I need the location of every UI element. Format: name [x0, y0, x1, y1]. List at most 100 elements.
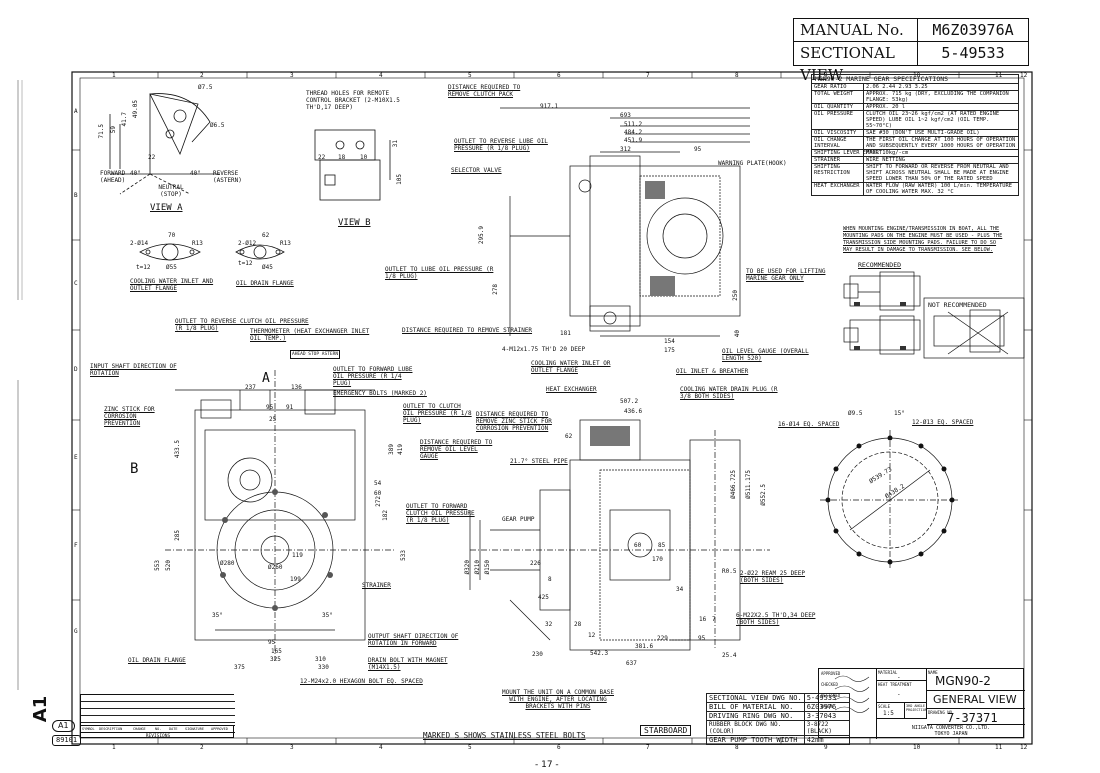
- side-view-label: GEAR PUMP: [502, 516, 535, 523]
- front-view-label: A: [262, 371, 270, 386]
- inlet-flange-dim: 2-Ø14: [130, 240, 149, 247]
- grid-col-10: 10: [913, 72, 921, 79]
- top-view-dim: 693: [620, 112, 631, 119]
- front-view-label: OUTLET TO REVERSE CLUTCH OIL PRESSURE (R…: [175, 318, 309, 332]
- top-view-dim: 175: [664, 347, 675, 354]
- side-view-dim: Ø210: [474, 560, 481, 575]
- front-view-label: OUTLET TO CLUTCH OIL PRESSURE (R 1/8 PLU…: [403, 403, 472, 424]
- top-view-dim: 154: [664, 338, 675, 345]
- top-view-dim: 278: [492, 284, 499, 295]
- projection-label: 3RD ANGLE PROJECTION: [906, 704, 928, 712]
- company-name: NIIGATA CONVERTER CO.,LTD.: [911, 725, 991, 731]
- front-view-dim: 165: [271, 648, 282, 655]
- top-view-label: 4-M12x1.75 TH'D 20 DEEP: [502, 346, 586, 353]
- inlet-flange-dim: t=12: [136, 264, 151, 271]
- front-view-dim: 91: [286, 404, 294, 411]
- front-view-label: AHEAD STOP ASTERN: [290, 350, 341, 359]
- forward-label: FORWARD (AHEAD): [100, 170, 126, 184]
- front-view-label: 12-M24x2.0 HEXAGON BOLT EQ. SPACED: [300, 678, 423, 685]
- front-view-label: DISTANCE REQUIRED TO REMOVE ZINC STICK F…: [476, 411, 552, 432]
- top-view-dim: 484.2: [624, 129, 643, 136]
- grid-col-1: 1: [112, 72, 116, 79]
- top-view-label: OIL LEVEL GAUGE (OVERALL LENGTH 520): [722, 348, 809, 362]
- top-view-label: TO BE USED FOR LIFTING MARINE GEAR ONLY: [746, 268, 826, 282]
- mounting-note-line: MAY RESULT IN DAMAGE TO TRANSMISSION. SE…: [843, 247, 993, 253]
- top-view-label: OUTLET TO LUBE OIL PRESSURE (R 1/8 PLUG): [385, 266, 494, 280]
- front-view-dim: 199: [290, 576, 301, 583]
- front-view-label: DISTANCE REQUIRED TO REMOVE OIL LEVEL GA…: [420, 439, 493, 460]
- grid-col-9: 9: [824, 72, 828, 79]
- revisions-table: SYMBOL DESCRIPTION CHANGE NO. DATE SIGNA…: [80, 694, 235, 739]
- sheet-size-mark: A1: [30, 695, 52, 723]
- front-view-dim: 35°: [322, 612, 333, 619]
- grid-col-3: 3: [290, 72, 294, 79]
- manual-header: MANUAL No. M6Z03976A SECTIONAL VIEW 5-49…: [793, 18, 1029, 84]
- side-view-dim: 21.7° STEEL PIPE: [510, 458, 568, 465]
- view-b-dim: 22: [318, 154, 326, 161]
- front-view-label: OIL DRAIN FLANGE: [128, 657, 186, 664]
- side-view-dim: 507.2: [620, 398, 639, 405]
- grid-row-d: D: [74, 366, 78, 373]
- view-a-dim: 41.7: [121, 112, 128, 127]
- scale-value: 1:5: [883, 710, 894, 717]
- drawing-no-label: DRAWING NO.: [928, 710, 955, 715]
- thread-note: THREAD HOLES FOR REMOTE CONTROL BRACKET …: [306, 90, 400, 111]
- grid-col-11: 11: [995, 72, 1003, 79]
- side-view-dim: Ø511.175: [745, 470, 752, 499]
- grid-bcol-5: 5: [468, 744, 472, 751]
- side-view-dim: 95: [698, 635, 706, 642]
- drain-flange-dim: 2-Ø12: [238, 240, 257, 247]
- grid-col-6: 6: [557, 72, 561, 79]
- reverse-label: REVERSE (ASTERN): [213, 170, 242, 184]
- view-a-dim: Ø6.5: [210, 122, 225, 129]
- grid-col-8: 8: [735, 72, 739, 79]
- side-view-dim: 637: [626, 660, 637, 667]
- name-label: NAME: [928, 670, 938, 675]
- spec-table: MGN90-2 MARINE GEAR SPECIFICATIONS GEAR …: [811, 74, 1019, 196]
- view-a-dim: 40°: [130, 170, 141, 177]
- drain-flange-title: OIL DRAIN FLANGE: [236, 280, 294, 287]
- side-view-dim: 25.4: [722, 652, 737, 659]
- view-a-dim: Ø7.5: [198, 84, 213, 91]
- front-view-label: OUTLET TO FORWARD LUBE OIL PRESSURE (R 1…: [333, 366, 413, 387]
- front-view-dim: 285: [174, 530, 181, 541]
- view-a-dim: 40°: [190, 170, 201, 177]
- grid-bcol-2: 2: [200, 744, 204, 751]
- model-name: MGN90-2: [935, 674, 991, 688]
- front-view-dim: 136: [291, 384, 302, 391]
- front-view-diagram: [165, 370, 395, 660]
- mounting-note-line: TRANSMISSION SIDE MOUNTING PADS. FAILURE…: [843, 240, 997, 246]
- side-view-dim: 32: [545, 621, 553, 628]
- inlet-flange-dim: Ø55: [166, 264, 177, 271]
- heat-value: -: [897, 691, 901, 698]
- view-a-title: VIEW A: [150, 203, 183, 213]
- not-recommended-label: NOT RECOMMENDED: [928, 301, 987, 309]
- heat-label: HEAT TREATMENT: [878, 682, 912, 687]
- front-view-dim: 35°: [212, 612, 223, 619]
- grid-bcol-11: 11: [995, 744, 1003, 751]
- view-a-dim: 59: [110, 126, 117, 134]
- rev-col: DESCRIPTION: [99, 727, 123, 731]
- side-view-label: MARKED S SHOWS STAINLESS STEEL BOLTS: [423, 731, 586, 740]
- top-view-dim: 295.9: [478, 226, 485, 245]
- inlet-flange-dim: R13: [192, 240, 203, 247]
- side-view-dim: 230: [532, 651, 543, 658]
- drain-flange-dim: 62: [262, 232, 270, 239]
- side-view-dim: R0.5: [722, 568, 737, 575]
- material-value: -: [897, 674, 901, 681]
- side-view-dim: 381.6: [635, 643, 654, 650]
- side-view-dim: 34: [676, 586, 684, 593]
- rev-col: SYMBOL: [82, 727, 95, 731]
- view-a-dim: 22: [148, 154, 156, 161]
- side-view-dim: 16: [699, 616, 707, 623]
- grid-bcol-10: 10: [913, 744, 921, 751]
- scale-label: SCALE: [878, 704, 891, 709]
- front-view-dim: 419: [397, 444, 404, 455]
- side-view-diagram: [469, 419, 770, 651]
- output-flange-label: 16-Ø14 EQ. SPACED: [778, 421, 840, 428]
- front-view-label: STRAINER: [362, 582, 391, 589]
- front-view-dim: 237: [245, 384, 256, 391]
